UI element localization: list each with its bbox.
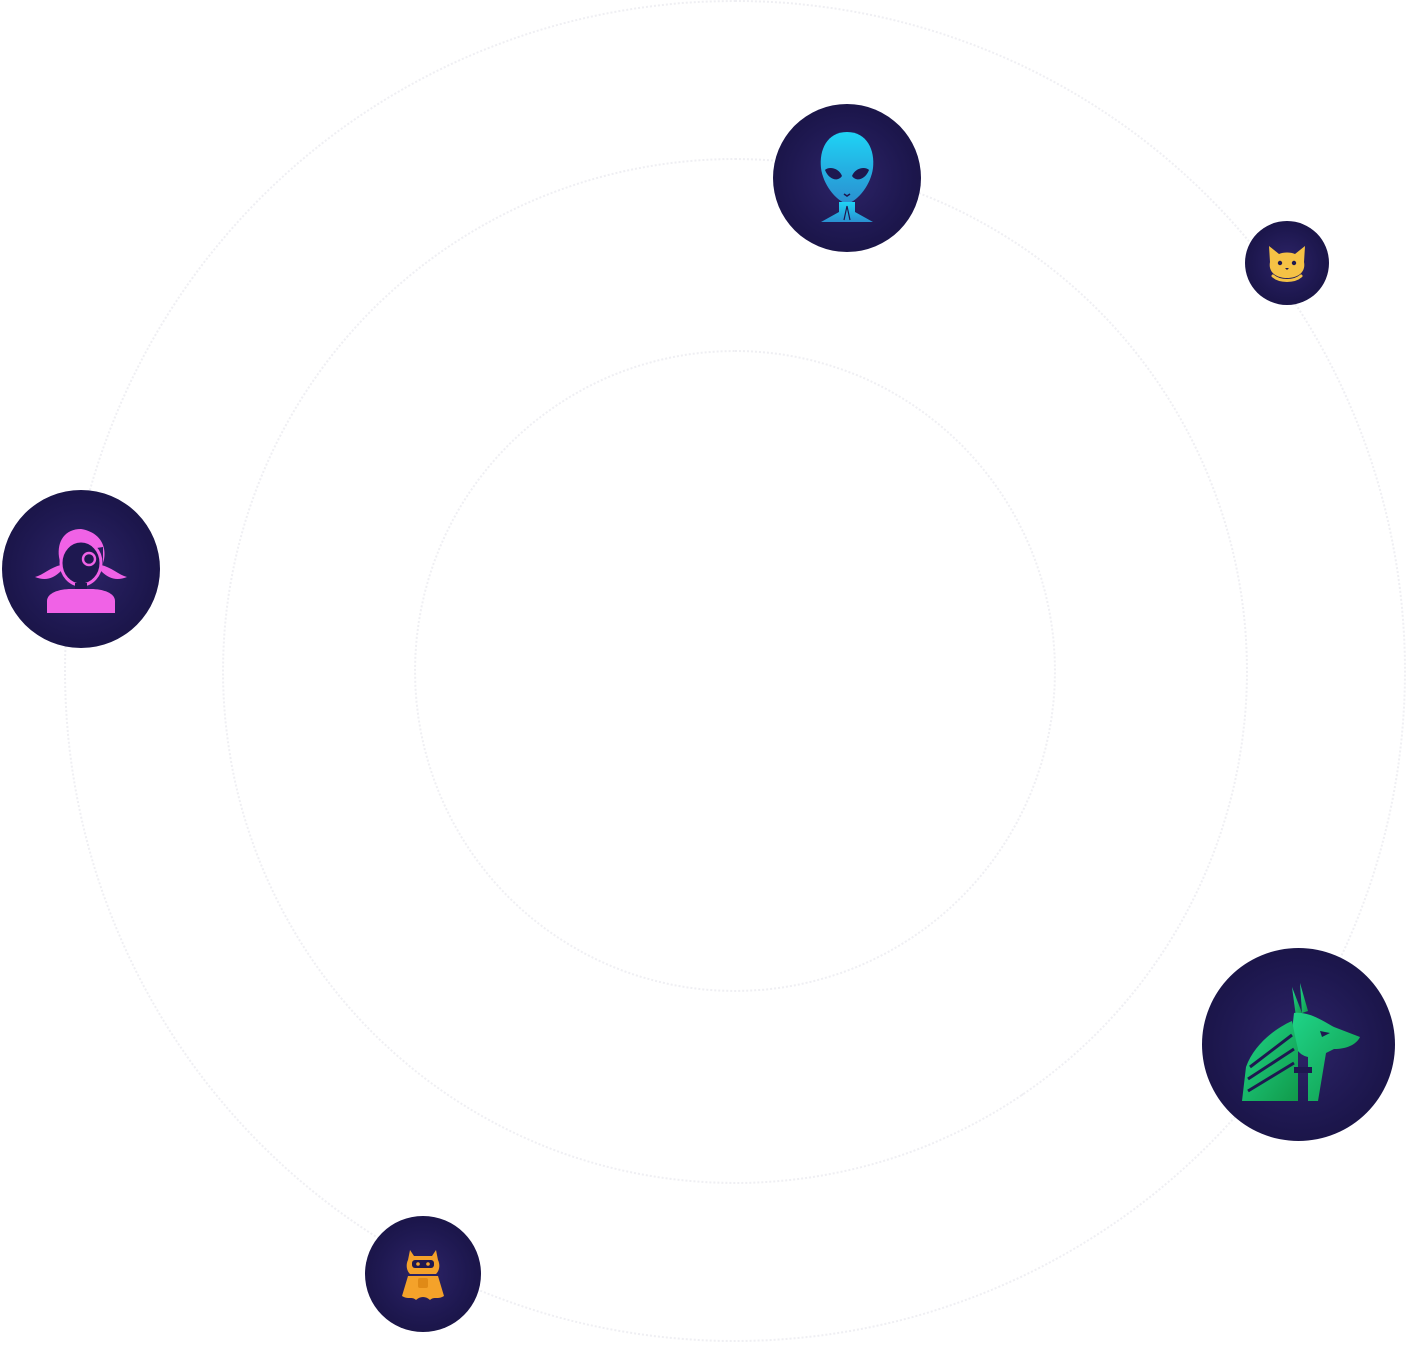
alien-icon: [820, 132, 874, 222]
robot-icon: [402, 1250, 444, 1300]
avatar-alien[interactable]: [773, 104, 921, 252]
orbit-ring-outer: [64, 0, 1406, 1342]
avatar-girl[interactable]: [2, 490, 160, 648]
anubis-icon: [1241, 982, 1360, 1101]
girl-icon: [35, 529, 127, 613]
avatar-anubis[interactable]: [1202, 948, 1395, 1141]
avatar-cat[interactable]: [1245, 221, 1329, 305]
avatar-robot[interactable]: [365, 1216, 481, 1332]
orbit-ring-inner: [414, 350, 1056, 992]
cat-icon: [1269, 246, 1305, 282]
orbit-ring-middle: [222, 158, 1248, 1184]
